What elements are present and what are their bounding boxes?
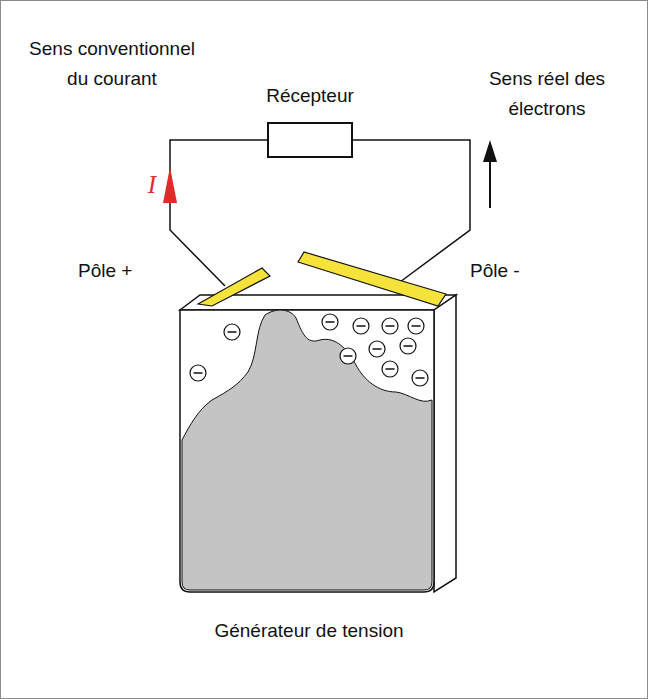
battery-front — [180, 310, 434, 592]
electron-minus — [386, 368, 395, 370]
annotation-label: Sens conventionnel du courant — [22, 34, 202, 94]
battery-illustration — [178, 250, 460, 595]
electron-symbol — [353, 318, 369, 334]
electron-symbol — [382, 318, 398, 334]
electron-symbol — [322, 314, 338, 330]
electron-symbol — [408, 318, 424, 334]
current-symbol: I — [148, 171, 156, 199]
electron-symbol — [190, 365, 206, 381]
electron-minus — [357, 325, 366, 327]
electron-arrow-head — [483, 140, 497, 162]
electrolyte — [182, 310, 432, 590]
electron-minus — [416, 377, 425, 379]
electron-symbol — [340, 348, 356, 364]
electron-symbol — [369, 341, 385, 357]
electron-minus — [373, 348, 382, 350]
negative-terminal — [298, 252, 446, 306]
voltage-generator: Générateur de tension — [178, 250, 460, 650]
current-arrow-head — [163, 167, 177, 203]
electron-symbol — [224, 324, 240, 340]
annotation-label: Pôle + — [78, 256, 178, 286]
resistor-symbol — [267, 122, 353, 158]
electron-minus — [344, 355, 353, 357]
wire-line — [353, 140, 470, 282]
electron-minus — [404, 345, 413, 347]
electron-minus — [326, 321, 335, 323]
annotation-label: Sens réel des électrons — [462, 64, 632, 124]
generator-caption: Générateur de tension — [138, 618, 480, 644]
connecting-wire — [163, 140, 267, 286]
electron-minus — [194, 372, 203, 374]
electron-symbol — [400, 338, 416, 354]
electron-minus — [228, 331, 237, 333]
battery-side — [434, 295, 456, 592]
wire-line — [170, 140, 267, 286]
electron-minus — [412, 325, 421, 327]
receiver-component: Récepteur — [236, 82, 384, 178]
positive-terminal — [198, 268, 270, 306]
connecting-wire — [353, 140, 470, 282]
component-name: Récepteur — [236, 82, 384, 110]
annotation-label: Pôle - — [470, 256, 560, 286]
electron-symbol — [382, 361, 398, 377]
electron-symbol — [412, 370, 428, 386]
electron-minus — [386, 325, 395, 327]
